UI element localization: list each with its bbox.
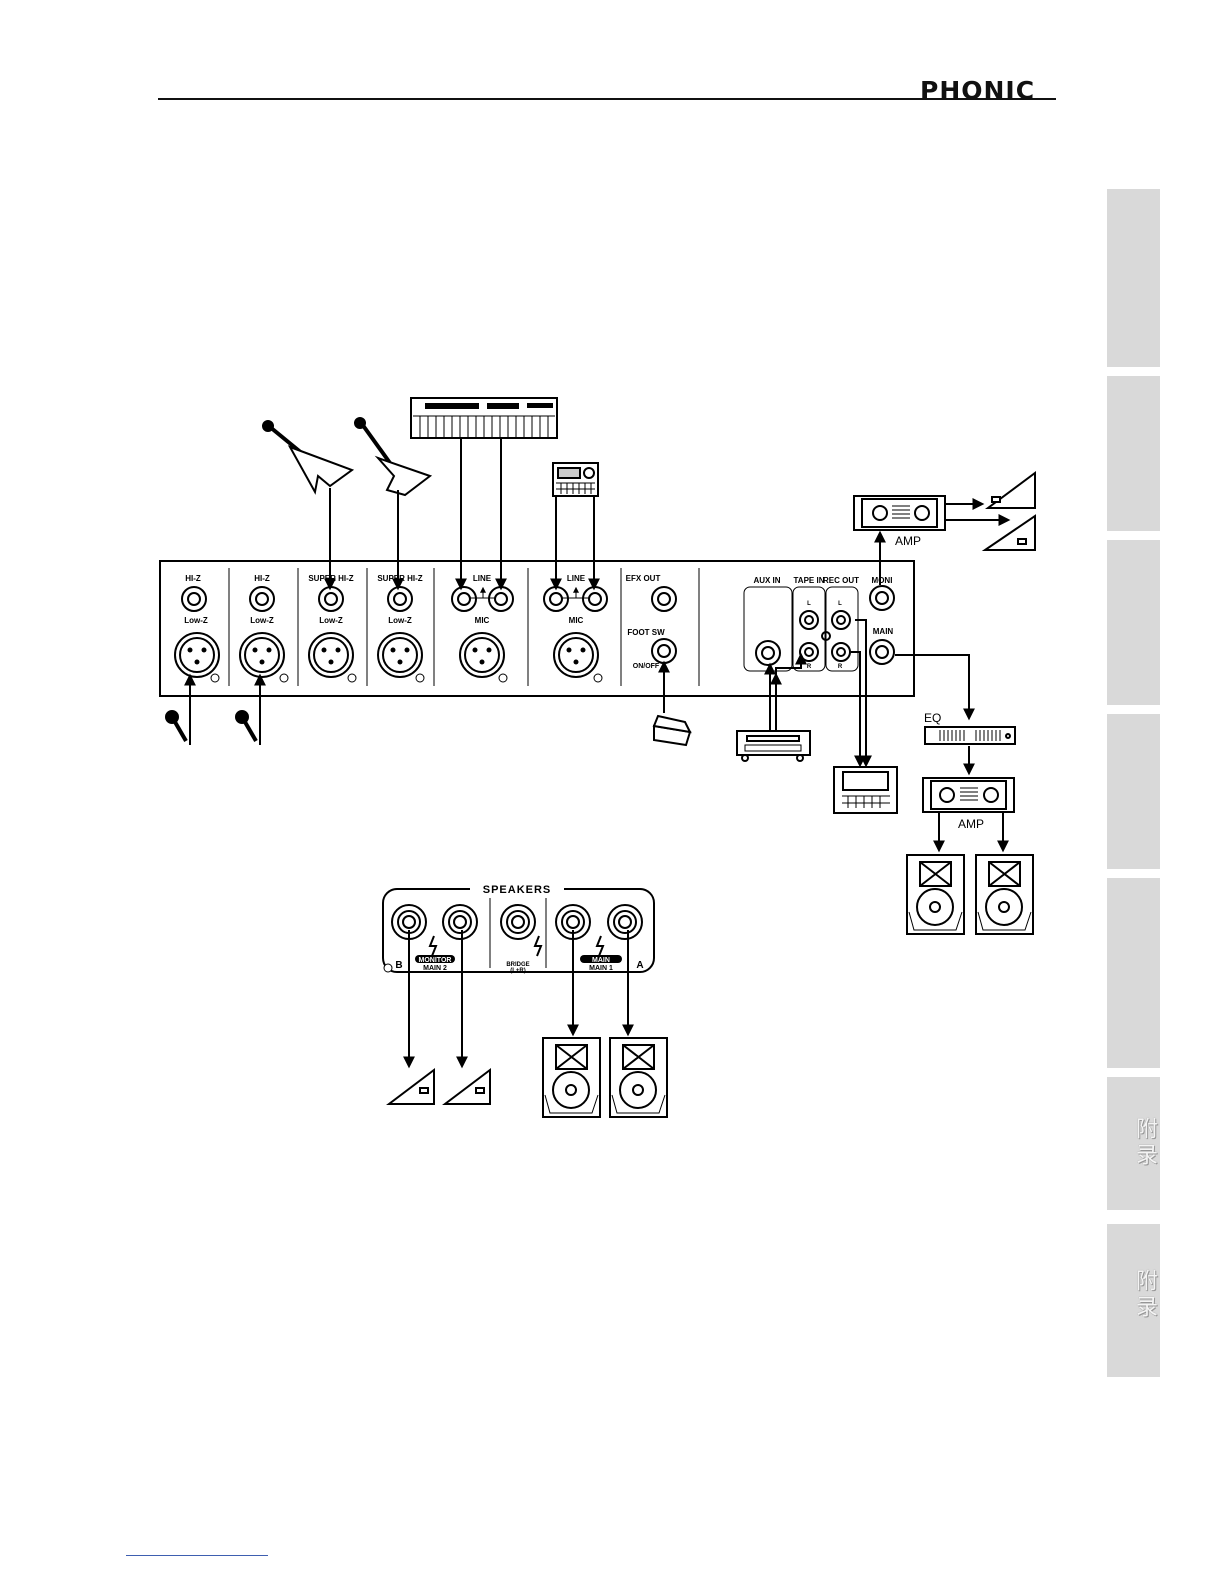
tape-deck-icon (737, 731, 810, 761)
speaker-cabinet-icon-1 (907, 855, 964, 934)
label-tape-r: R (807, 664, 812, 670)
speaker-cabinet-icon-2 (976, 855, 1033, 934)
label-efx-out: EFX OUT (626, 574, 661, 583)
guitar-icon-1 (263, 421, 352, 492)
label-aux-in: AUX IN (753, 576, 780, 585)
label-line-2: LINE (567, 574, 586, 583)
microphone-icon-1 (166, 711, 186, 741)
label-foot-sw: FOOT SW (627, 628, 665, 637)
label-lowz-2: Low-Z (250, 616, 274, 625)
wedge-monitor-icon-3 (389, 1070, 434, 1104)
label-main-1: MAIN 1 (589, 965, 613, 972)
label-moni: MONI (872, 576, 893, 585)
label-rec-out: REC OUT (823, 576, 859, 585)
footswitch-icon (654, 716, 690, 745)
wedge-monitor-icon-2 (985, 516, 1035, 550)
label-hi-z-1: HI-Z (185, 574, 201, 583)
label-lowz-4: Low-Z (388, 616, 412, 625)
label-rec-l: L (838, 601, 842, 607)
amp-icon-main (923, 778, 1014, 812)
label-mic-2: MIC (569, 616, 584, 625)
label-main-panel: MAIN (592, 957, 610, 964)
label-b: B (395, 960, 402, 971)
label-mic-1: MIC (475, 616, 490, 625)
label-line-1: LINE (473, 574, 492, 583)
amp-label-monitor: AMP (895, 534, 921, 548)
footer-link-underline[interactable] (126, 1555, 268, 1556)
keyboard-icon (411, 398, 557, 438)
label-rec-r: R (838, 664, 843, 670)
eq-label: EQ (924, 711, 941, 725)
label-main: MAIN (873, 627, 894, 636)
drum-machine-icon (553, 463, 598, 496)
wedge-monitor-icon-1 (988, 473, 1035, 508)
amp-label-main: AMP (958, 817, 984, 831)
amp-icon-monitor (854, 496, 945, 530)
label-lowz-1: Low-Z (184, 616, 208, 625)
label-bridge-sub: (L+R) (510, 968, 526, 974)
label-super-hi-z-1: SUPER HI-Z (308, 574, 353, 583)
label-super-hi-z-2: SUPER HI-Z (377, 574, 422, 583)
wedge-monitor-icon-4 (445, 1070, 490, 1104)
eq-icon (925, 727, 1015, 744)
label-on-off: ON/OFF (633, 663, 660, 670)
label-tape-l: L (807, 601, 811, 607)
speakers-title: SPEAKERS (483, 884, 552, 896)
speaker-cabinet-icon-4 (610, 1038, 667, 1117)
label-lowz-3: Low-Z (319, 616, 343, 625)
label-monitor: MONITOR (419, 957, 452, 964)
speaker-cabinet-icon-3 (543, 1038, 600, 1117)
recorder-icon (834, 767, 897, 813)
label-tape-in: TAPE IN (794, 576, 825, 585)
ground-screw (384, 964, 392, 972)
label-hi-z-2: HI-Z (254, 574, 270, 583)
microphone-icon-2 (236, 711, 256, 741)
label-main-2: MAIN 2 (423, 965, 447, 972)
label-a: A (636, 960, 643, 971)
